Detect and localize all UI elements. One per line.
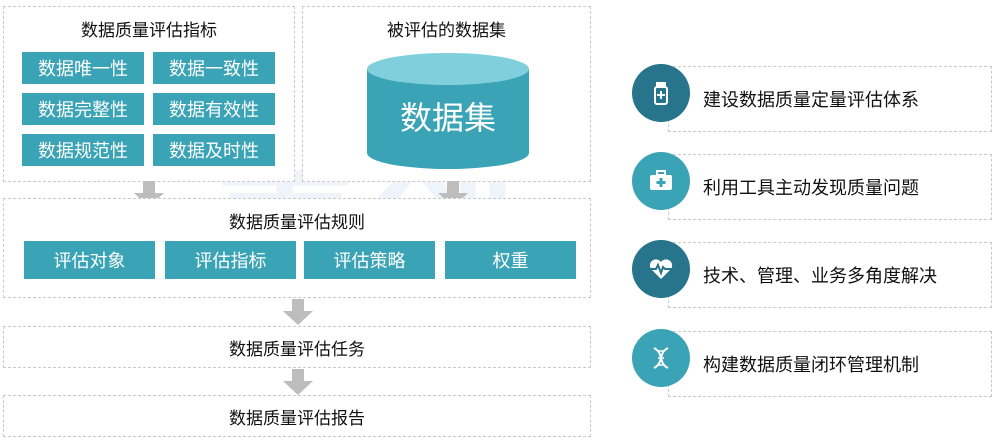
rule-metric: 评估指标 [165,241,296,279]
rules-title: 数据质量评估规则 [229,213,365,233]
right-item-1: 建设数据质量定量评估体系 [632,64,992,132]
rule-weight: 权重 [445,241,576,279]
metric-normativity: 数据规范性 [22,134,144,166]
medicine-bottle-icon [632,64,690,122]
metrics-panel: 数据质量评估指标 数据唯一性 数据一致性 数据完整性 数据有效性 数据规范性 数… [3,6,295,182]
right-item-label: 技术、管理、业务多角度解决 [703,266,937,287]
right-item-2: 利用工具主动发现质量问题 [632,152,992,220]
report-box: 数据质量评估报告 [3,395,591,437]
metric-timeliness: 数据及时性 [153,134,275,166]
metric-completeness: 数据完整性 [22,93,144,125]
dna-icon [632,329,690,387]
arrow-down-icon [283,369,313,397]
metric-uniqueness: 数据唯一性 [22,52,144,84]
metrics-title: 数据质量评估指标 [81,21,217,41]
rules-panel: 数据质量评估规则 评估对象 评估指标 评估策略 权重 [3,198,591,298]
right-item-label: 构建数据质量闭环管理机制 [703,355,919,376]
right-item-label: 建设数据质量定量评估体系 [703,90,919,111]
dataset-title: 被评估的数据集 [387,21,506,41]
right-item-label: 利用工具主动发现质量问题 [703,178,919,199]
task-box: 数据质量评估任务 [3,326,591,368]
right-item-3: 技术、管理、业务多角度解决 [632,240,992,308]
dataset-panel: 被评估的数据集 数据集 [302,6,591,182]
heartbeat-icon [632,240,690,298]
database-cylinder-icon [367,53,529,169]
rule-object: 评估对象 [24,241,155,279]
dataset-label: 数据集 [399,99,496,137]
right-item-4: 构建数据质量闭环管理机制 [632,329,992,397]
arrow-down-icon [283,299,313,327]
metric-consistency: 数据一致性 [153,52,275,84]
first-aid-kit-icon [632,152,690,210]
metric-validity: 数据有效性 [153,93,275,125]
rule-strategy: 评估策略 [304,241,435,279]
